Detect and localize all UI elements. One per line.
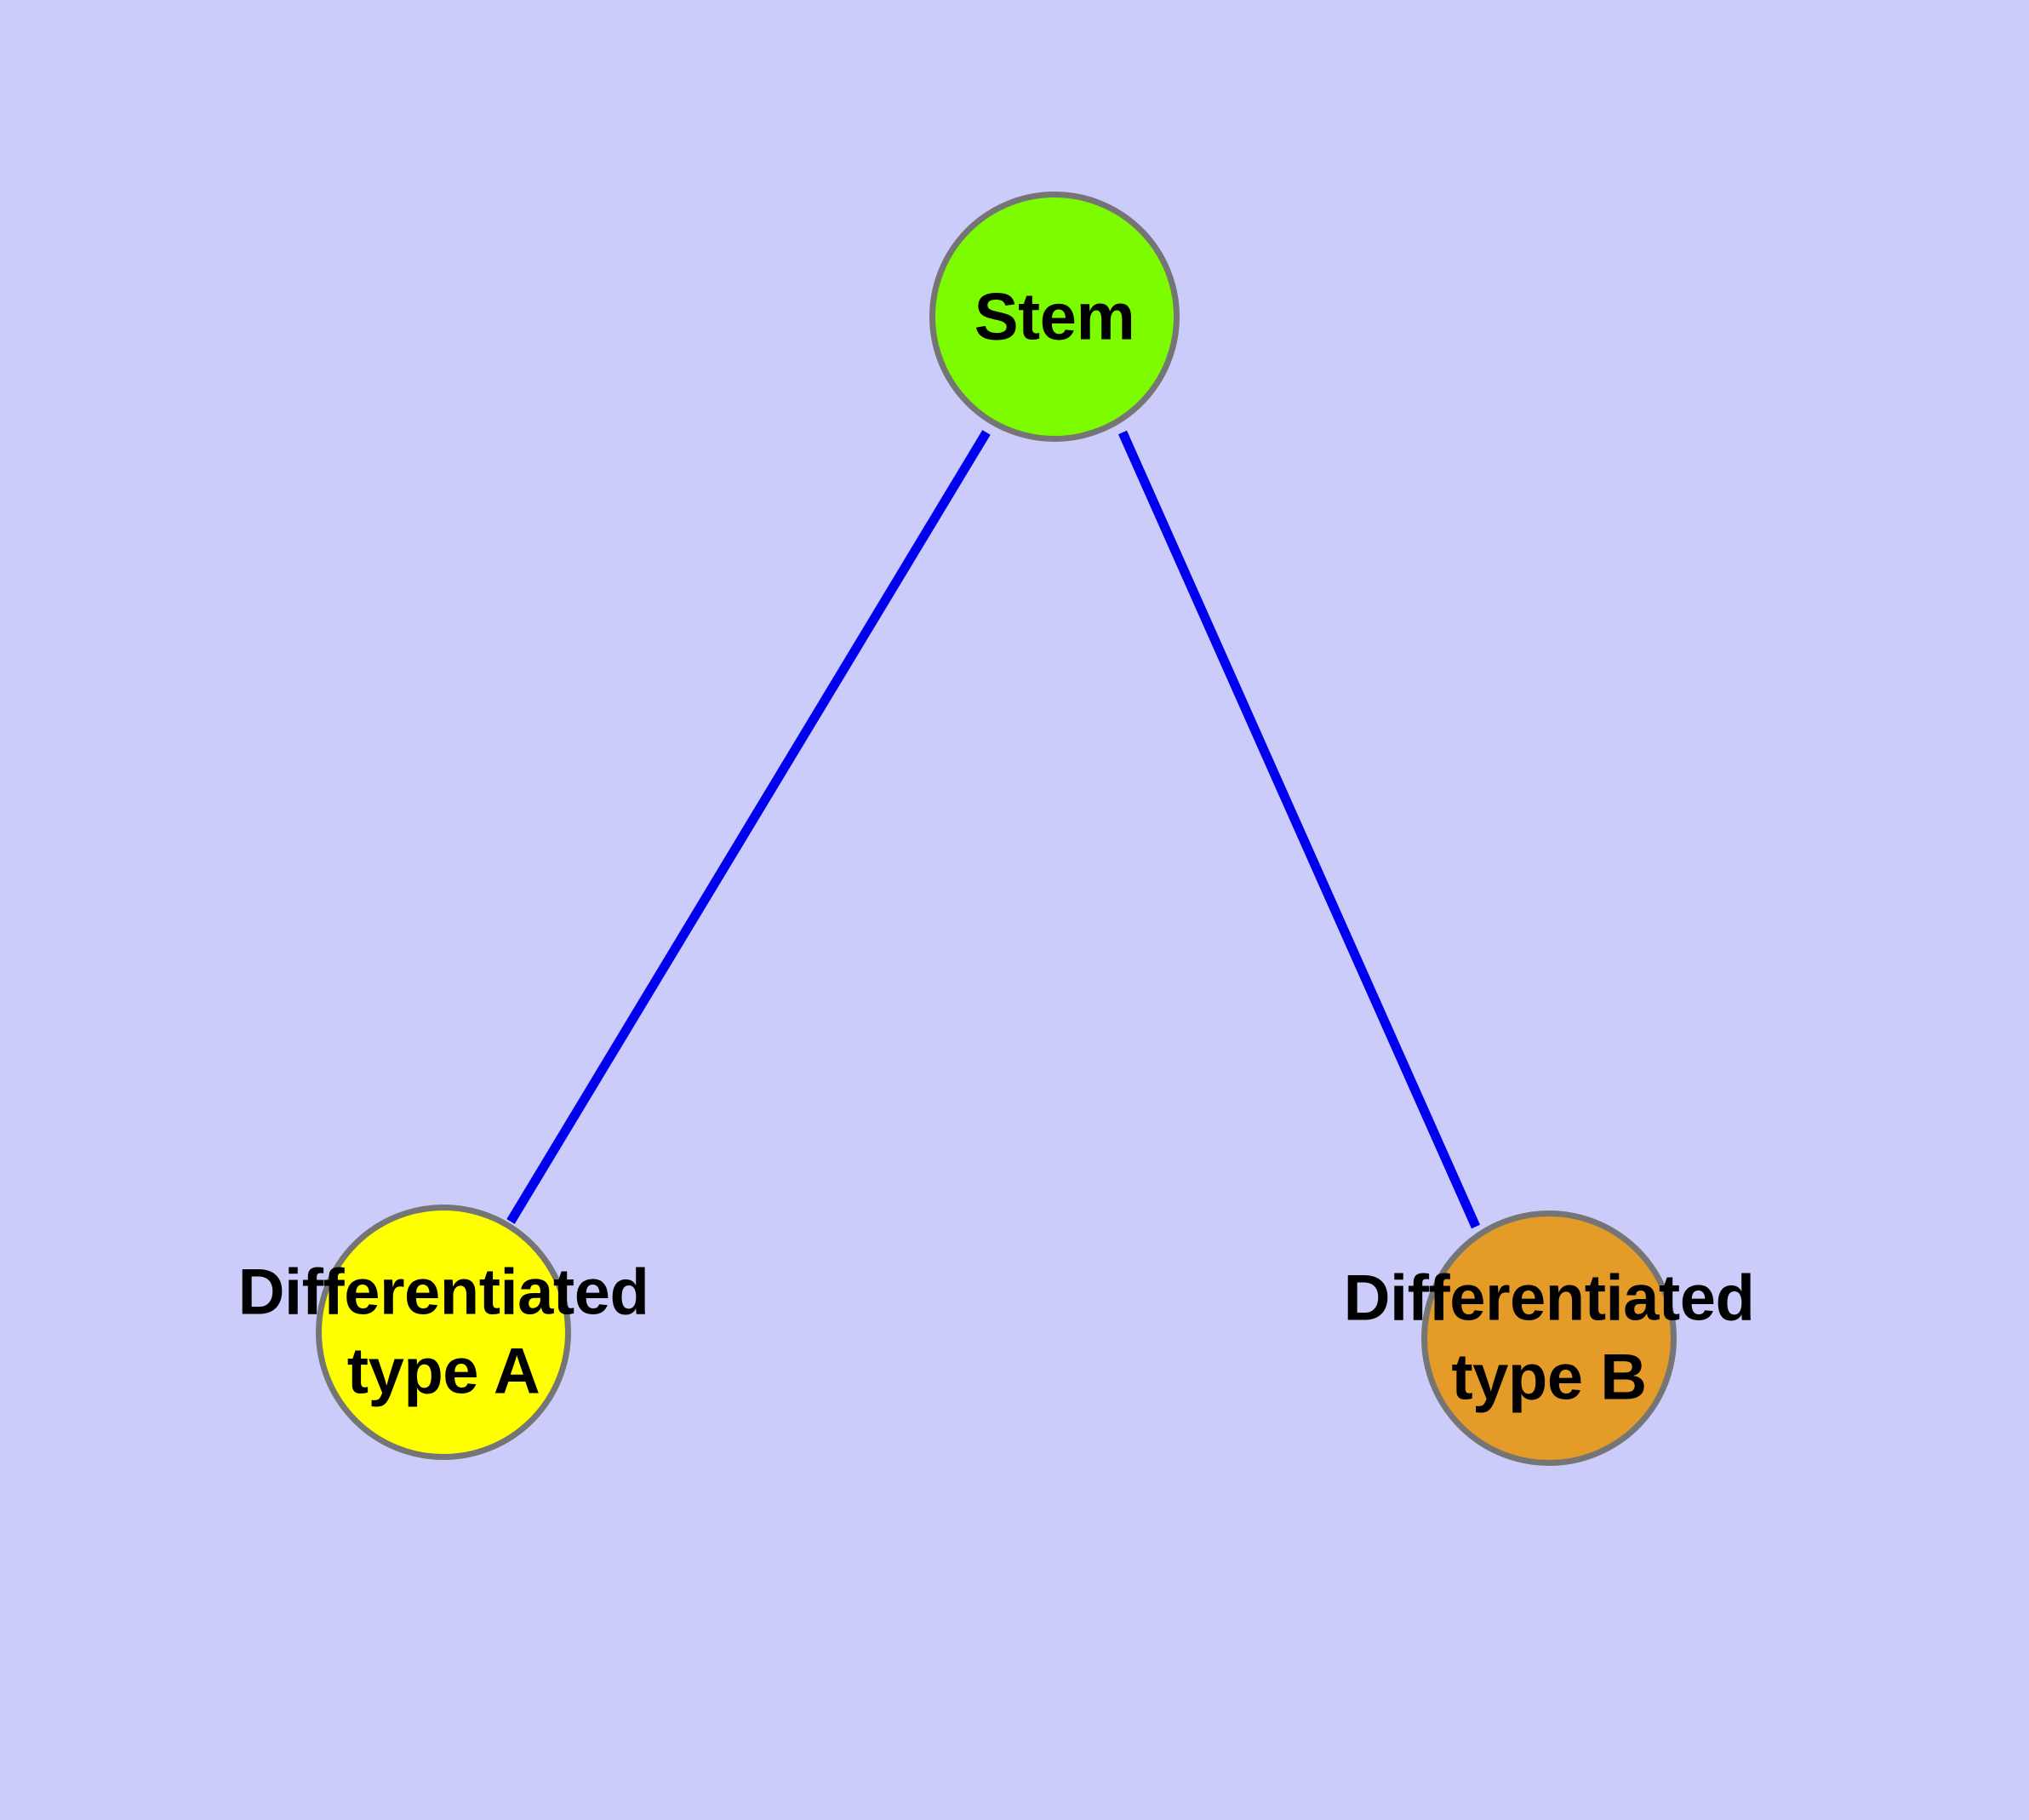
- label-line-2: type B: [1451, 1341, 1647, 1413]
- node-stem[interactable]: Stem: [929, 192, 1180, 442]
- node-stem-label: Stem: [974, 278, 1135, 354]
- label-line-2: type A: [346, 1335, 540, 1407]
- edge-stem-to-differentiated-type-b: [1117, 430, 1481, 1229]
- edge-stem-to-differentiated-type-a: [506, 430, 991, 1224]
